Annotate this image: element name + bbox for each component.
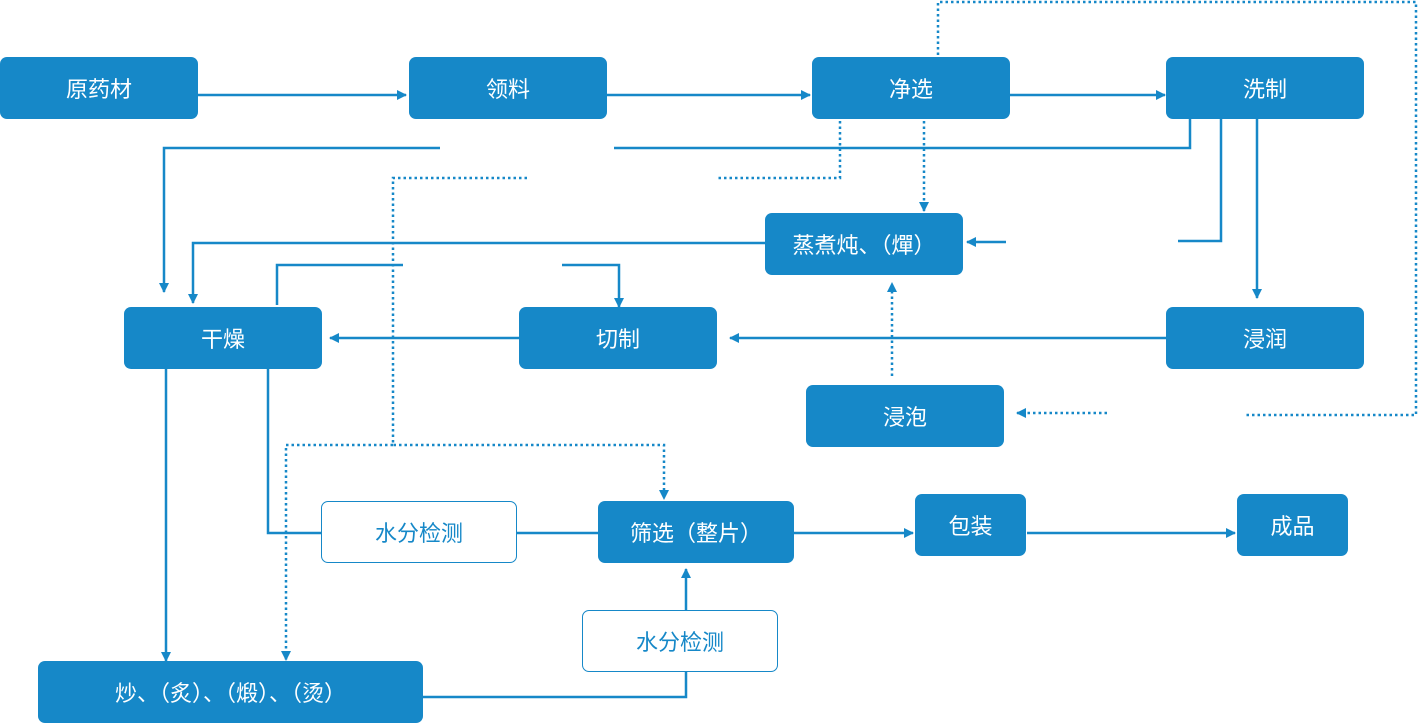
node-label: 水分检测 (635, 631, 724, 656)
node-label: 浸润 (1242, 328, 1287, 353)
node-label: 净选 (888, 78, 933, 103)
node-finished-product[interactable]: 成品 (1237, 494, 1348, 556)
arrow-washing-to-drying-cont (159, 146, 440, 293)
node-raw-material[interactable]: 原药材 (0, 57, 198, 119)
node-label: 领料 (485, 78, 530, 103)
node-soaking[interactable]: 浸泡 (806, 385, 1004, 447)
arrow-washing-to-steam (1178, 118, 1223, 243)
node-moisture-test-1[interactable]: 水分检测 (321, 501, 517, 563)
node-label: 原药材 (65, 78, 132, 103)
node-label: 水分检测 (374, 522, 463, 547)
arrow-washing-to-drying (614, 118, 1192, 150)
dotted-to-fry (281, 443, 393, 661)
node-cutting[interactable]: 切制 (519, 307, 717, 369)
dotted-branch-left (391, 176, 669, 500)
node-sieving[interactable]: 筛选（整片） (598, 501, 794, 563)
node-moistening[interactable]: 浸润 (1166, 307, 1364, 369)
node-label: 炒、（炙）、（煅）、（烫） (114, 682, 346, 707)
node-label: 包装 (948, 515, 993, 540)
node-label: 筛选（整片） (629, 522, 762, 547)
node-label: 蒸煮炖、（燀） (792, 234, 936, 259)
node-label: 浸泡 (882, 406, 927, 431)
node-label: 洗制 (1242, 78, 1287, 103)
node-label: 切制 (595, 328, 640, 353)
node-label: 干燥 (200, 328, 245, 353)
node-clean-select[interactable]: 净选 (812, 57, 1010, 119)
dotted-clean-branch (716, 121, 842, 180)
node-requisition[interactable]: 领料 (409, 57, 607, 119)
node-label: 成品 (1270, 515, 1315, 540)
node-washing[interactable]: 洗制 (1166, 57, 1364, 119)
arrow-steam-to-drying (188, 241, 765, 304)
arrow-drying-to-moisture-test (266, 369, 322, 535)
node-fry-roast[interactable]: 炒、（炙）、（煅）、（烫） (38, 661, 423, 723)
arrow-fry-to-moisture-test (423, 672, 688, 699)
node-moisture-test-2[interactable]: 水分检测 (582, 610, 778, 672)
node-packaging[interactable]: 包装 (915, 494, 1026, 556)
arrow-into-cutting (562, 263, 624, 308)
arrow-drying-to-cutting (275, 263, 403, 305)
node-drying[interactable]: 干燥 (124, 307, 322, 369)
dotted-clean-to-soaking-loop (936, 0, 1418, 417)
node-steam-boil[interactable]: 蒸煮炖、（燀） (765, 213, 963, 275)
